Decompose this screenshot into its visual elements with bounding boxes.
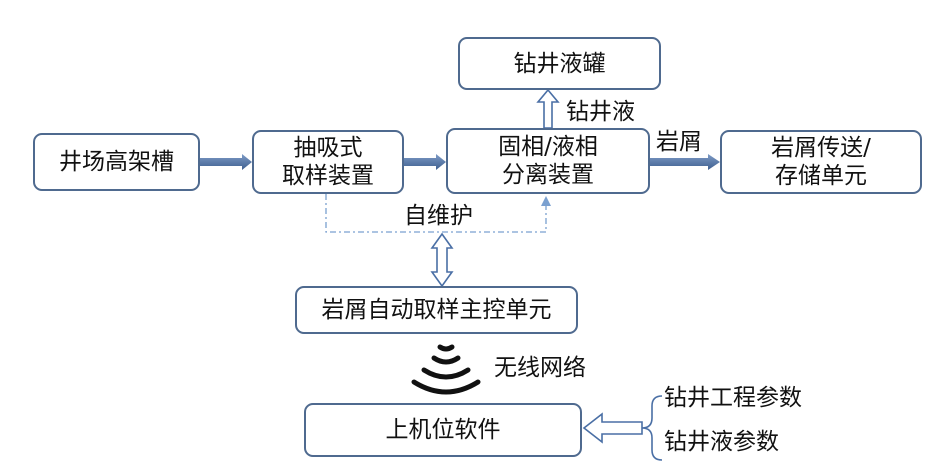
- node-derrick-trough: 井场高架槽: [33, 133, 200, 191]
- node-controller: 岩屑自动取样主控单元: [295, 286, 578, 334]
- node-suction-sampler-line1: 抽吸式: [293, 135, 363, 161]
- node-controller-label: 岩屑自动取样主控单元: [321, 297, 552, 323]
- self-maintenance-arrowhead: [541, 196, 551, 206]
- node-host-software: 上机位软件: [304, 403, 582, 457]
- node-suction-sampler: 抽吸式 取样装置: [252, 130, 404, 194]
- node-derrick-trough-label: 井场高架槽: [59, 149, 174, 175]
- wifi-signal-icon: [411, 344, 481, 395]
- node-suction-sampler-line2: 取样装置: [282, 163, 374, 189]
- node-separator-line2: 分离装置: [502, 162, 594, 188]
- arrow-separator-to-cuttings: [650, 154, 720, 170]
- node-cuttings-unit-line1: 岩屑传送/: [771, 135, 871, 161]
- params-bracket: [641, 395, 663, 461]
- node-cuttings-unit-line2: 存储单元: [775, 163, 867, 189]
- arrow-sampler-to-separator: [404, 154, 446, 170]
- arrow-trough-to-sampler: [200, 154, 252, 170]
- arrow-separator-to-tank: [536, 88, 560, 129]
- input-param-drilling-engineering: 钻井工程参数: [664, 385, 802, 411]
- node-mud-tank-label: 钻井液罐: [513, 50, 606, 77]
- node-separator-line1: 固相/液相: [498, 134, 598, 160]
- edge-label-self-maintenance: 自维护: [404, 203, 473, 229]
- edge-label-cuttings: 岩屑: [656, 129, 702, 155]
- arrow-params-to-software: [582, 412, 643, 444]
- double-arrow-controller: [430, 232, 454, 288]
- node-mud-tank: 钻井液罐: [458, 37, 661, 90]
- node-host-software-label: 上机位软件: [385, 417, 501, 443]
- edge-label-wireless: 无线网络: [494, 355, 586, 381]
- self-maintenance-loop: [325, 194, 547, 233]
- node-separator: 固相/液相 分离装置: [446, 128, 650, 194]
- edge-label-drilling-fluid: 钻井液: [566, 99, 635, 125]
- input-param-drilling-fluid: 钻井液参数: [664, 429, 779, 455]
- node-cuttings-unit: 岩屑传送/ 存储单元: [720, 130, 922, 194]
